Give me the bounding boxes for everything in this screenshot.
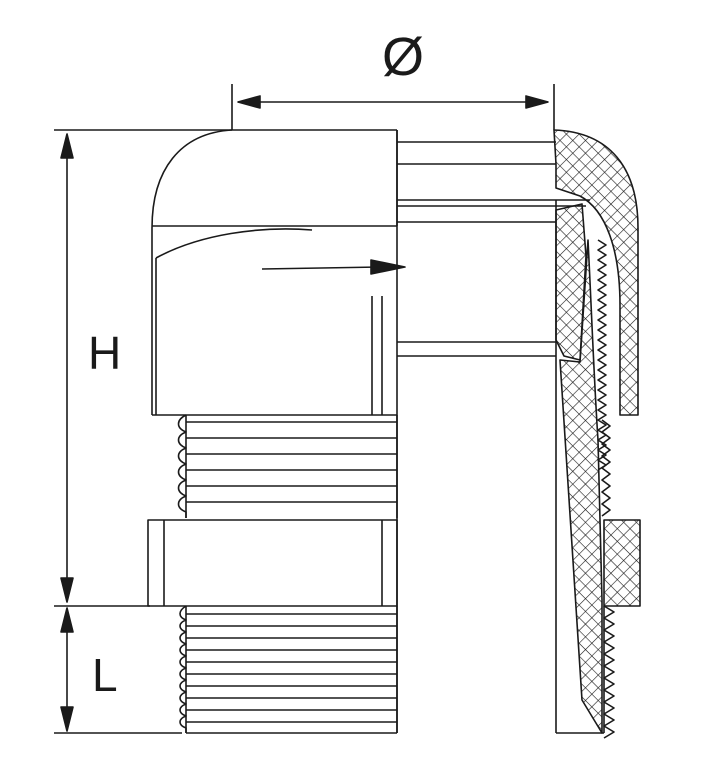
height-dimension	[54, 129, 232, 607]
body-section-thread	[556, 239, 615, 739]
height-label: H	[88, 327, 122, 379]
cross-section	[397, 141, 590, 733]
nut-section-hatch	[603, 519, 641, 607]
clamp-insert-hatch	[559, 239, 603, 734]
hex-nut	[147, 519, 398, 607]
length-label: L	[92, 649, 118, 701]
tightening-direction-arrow	[261, 259, 406, 275]
diameter-dimension	[231, 84, 555, 130]
dome-cap	[151, 129, 398, 416]
cap-section-hatch	[553, 129, 639, 416]
length-dimension	[54, 607, 182, 734]
entry-thread	[179, 605, 398, 734]
upper-thread	[177, 414, 398, 518]
diameter-label: Ø	[382, 27, 425, 87]
